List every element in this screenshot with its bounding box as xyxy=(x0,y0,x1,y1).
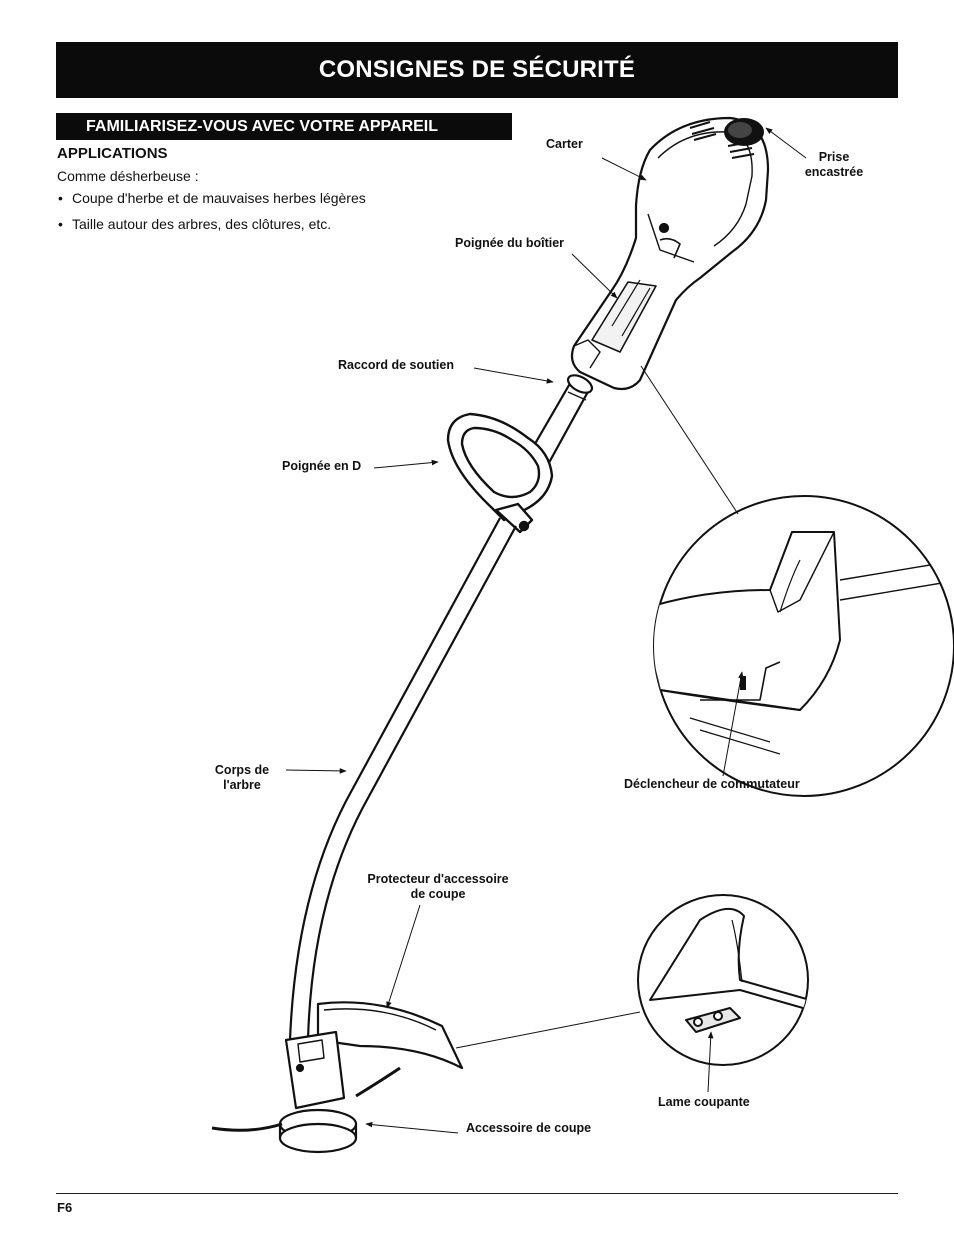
page-number: F6 xyxy=(57,1200,73,1215)
section-header-text: FAMILIARISEZ-VOUS AVEC VOTRE APPAREIL xyxy=(86,117,439,135)
label-carter: Carter xyxy=(546,137,583,151)
label-prise-encastree: Prise encastrée xyxy=(798,150,870,180)
leader-lines xyxy=(285,127,807,1134)
label-prise-line1: Prise xyxy=(818,150,850,164)
label-corps-line2: l'arbre xyxy=(223,778,261,792)
applications-intro: Comme désherbeuse : xyxy=(57,168,199,184)
d-handle xyxy=(446,412,554,534)
switch-trigger-detail xyxy=(653,495,954,797)
page-title: CONSIGNES DE SÉCURITÉ xyxy=(56,42,898,98)
label-poignee-boitier: Poignée du boîtier xyxy=(455,236,565,250)
label-poignee-d: Poignée en D xyxy=(282,459,362,473)
applications-list: Coupe d'herbe et de mauvaises herbes lég… xyxy=(57,190,366,242)
page-title-text: CONSIGNES DE SÉCURITÉ xyxy=(318,56,636,83)
applications-heading: APPLICATIONS xyxy=(57,145,168,162)
label-protecteur-line2: de coupe xyxy=(410,887,466,901)
lower-shaft xyxy=(288,517,517,1041)
label-accessoire-coupe: Accessoire de coupe xyxy=(466,1121,592,1135)
list-item: Coupe d'herbe et de mauvaises herbes lég… xyxy=(57,190,366,206)
motor-housing xyxy=(570,116,770,391)
label-corps-arbre: Corps de l'arbre xyxy=(206,763,278,793)
section-header: FAMILIARISEZ-VOUS AVEC VOTRE APPAREIL xyxy=(56,113,512,140)
label-prise-line2: encastrée xyxy=(804,165,864,179)
cutting-blade-detail xyxy=(637,894,809,1066)
label-lame-coupante: Lame coupante xyxy=(658,1095,750,1109)
footer-divider xyxy=(56,1193,898,1194)
label-corps-line1: Corps de xyxy=(214,763,270,777)
label-raccord-soutien: Raccord de soutien xyxy=(338,358,454,372)
label-protecteur-line1: Protecteur d'accessoire xyxy=(367,872,509,886)
list-item: Taille autour des arbres, des clôtures, … xyxy=(57,216,366,232)
label-declencheur: Déclencheur de commutateur xyxy=(624,777,800,791)
cutting-head xyxy=(211,1001,464,1154)
label-protecteur: Protecteur d'accessoire de coupe xyxy=(353,872,523,902)
